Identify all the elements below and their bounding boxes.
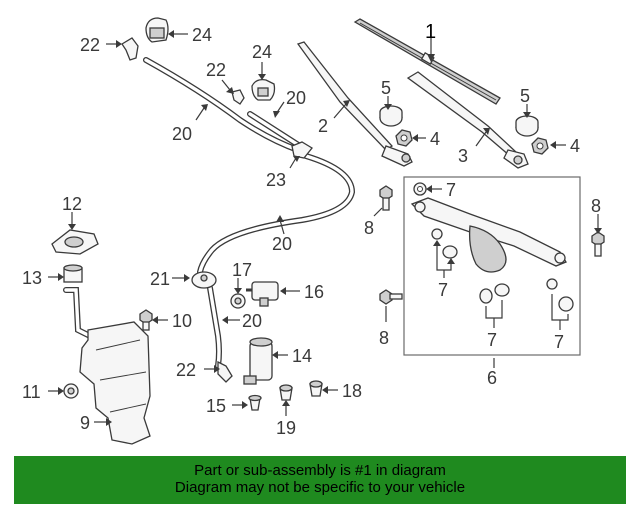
callout-8a: 8 <box>364 218 374 238</box>
part-20-hose-upper[interactable] <box>143 57 301 153</box>
part-8-bolt-top[interactable] <box>379 185 393 211</box>
part-6-wiper-linkage[interactable] <box>410 197 567 273</box>
callout-24b: 24 <box>252 42 272 62</box>
part-21-check-valve[interactable] <box>191 271 217 289</box>
part-7-bushing-set-3[interactable] <box>546 278 574 312</box>
part-16-washer-pump-small[interactable] <box>246 281 279 307</box>
callout-3: 3 <box>458 146 468 166</box>
callout-18: 18 <box>342 381 362 401</box>
callout-8c: 8 <box>379 328 389 348</box>
part-9-washer-reservoir[interactable] <box>63 287 151 445</box>
callout-23: 23 <box>266 170 286 190</box>
callout-8b: 8 <box>591 196 601 216</box>
callout-7b: 7 <box>438 280 448 300</box>
callout-7c: 7 <box>487 330 497 350</box>
part-23-t-connector[interactable] <box>291 141 313 159</box>
callout-6: 6 <box>487 368 497 388</box>
part-20-hose-branch[interactable] <box>247 111 303 149</box>
callout-1: 1 <box>425 21 436 43</box>
part-10-bolt[interactable] <box>139 309 153 331</box>
callout-7d: 7 <box>554 332 564 352</box>
part-18-grommet[interactable] <box>309 380 323 397</box>
callout-14: 14 <box>292 346 312 366</box>
callout-2: 2 <box>318 116 328 136</box>
part-3-wiper-arm-right[interactable] <box>406 71 529 169</box>
part-22-connector-bottom[interactable] <box>217 360 233 383</box>
callout-22a: 22 <box>80 35 100 55</box>
disclaimer-banner: Part or sub-assembly is #1 in diagram Di… <box>14 456 626 504</box>
part-7-bushing-top[interactable] <box>413 182 427 196</box>
callout-16: 16 <box>304 282 324 302</box>
part-1-wiper-blade[interactable] <box>353 18 501 105</box>
part-5-cap-right[interactable] <box>515 115 539 137</box>
part-22-connector-top[interactable] <box>121 37 139 61</box>
callout-15: 15 <box>206 396 226 416</box>
part-19-grommet[interactable] <box>279 384 293 401</box>
callout-20a: 20 <box>172 124 192 144</box>
part-24-nozzle-top[interactable] <box>145 17 169 43</box>
part-8-bolt-bottom[interactable] <box>379 289 403 305</box>
callout-12: 12 <box>62 194 82 214</box>
parts-diagram: 1 2 3 5 4 5 4 <box>22 17 605 445</box>
callout-10: 10 <box>172 311 192 331</box>
part-8-bolt-right[interactable] <box>591 231 605 257</box>
part-4-nut-right[interactable] <box>531 137 549 155</box>
callout-20d: 20 <box>242 311 262 331</box>
part-6-assembly-box <box>403 176 581 356</box>
callout-5b: 5 <box>520 86 530 106</box>
part-7-bushing-set-1[interactable] <box>431 228 458 259</box>
banner-line-2: Diagram may not be specific to your vehi… <box>174 479 466 496</box>
callout-20b: 20 <box>286 88 306 108</box>
banner-line-1: Part or sub-assembly is #1 in diagram <box>194 462 446 479</box>
callout-21: 21 <box>150 269 170 289</box>
callout-20c: 20 <box>272 234 292 254</box>
callout-19: 19 <box>276 418 296 438</box>
part-11-grommet[interactable] <box>63 383 79 399</box>
part-22-connector-mid[interactable] <box>231 89 245 105</box>
part-17-grommet[interactable] <box>230 293 246 309</box>
part-7-bushing-set-2[interactable] <box>479 283 510 304</box>
part-4-nut-left[interactable] <box>395 129 413 147</box>
callout-5a: 5 <box>381 78 391 98</box>
part-20-hose-long[interactable] <box>197 153 356 275</box>
part-2-wiper-arm-left[interactable] <box>296 41 413 167</box>
part-20-hose-lower[interactable] <box>207 285 222 369</box>
part-5-cap-left[interactable] <box>379 105 403 127</box>
part-13-filler-cap[interactable] <box>63 264 83 283</box>
callout-4b: 4 <box>570 136 580 156</box>
callout-17: 17 <box>232 260 252 280</box>
callout-24a: 24 <box>192 25 212 45</box>
callout-4a: 4 <box>430 129 440 149</box>
callout-13: 13 <box>22 268 42 288</box>
callout-9: 9 <box>80 413 90 433</box>
callout-7a: 7 <box>446 180 456 200</box>
part-24-nozzle-mid[interactable] <box>251 78 276 101</box>
callout-22c: 22 <box>176 360 196 380</box>
callout-11: 11 <box>22 382 41 402</box>
part-15-seal[interactable] <box>248 394 262 411</box>
part-12-cap-seal[interactable] <box>51 229 99 255</box>
part-14-washer-pump[interactable] <box>243 337 273 385</box>
callout-22b: 22 <box>206 60 226 80</box>
